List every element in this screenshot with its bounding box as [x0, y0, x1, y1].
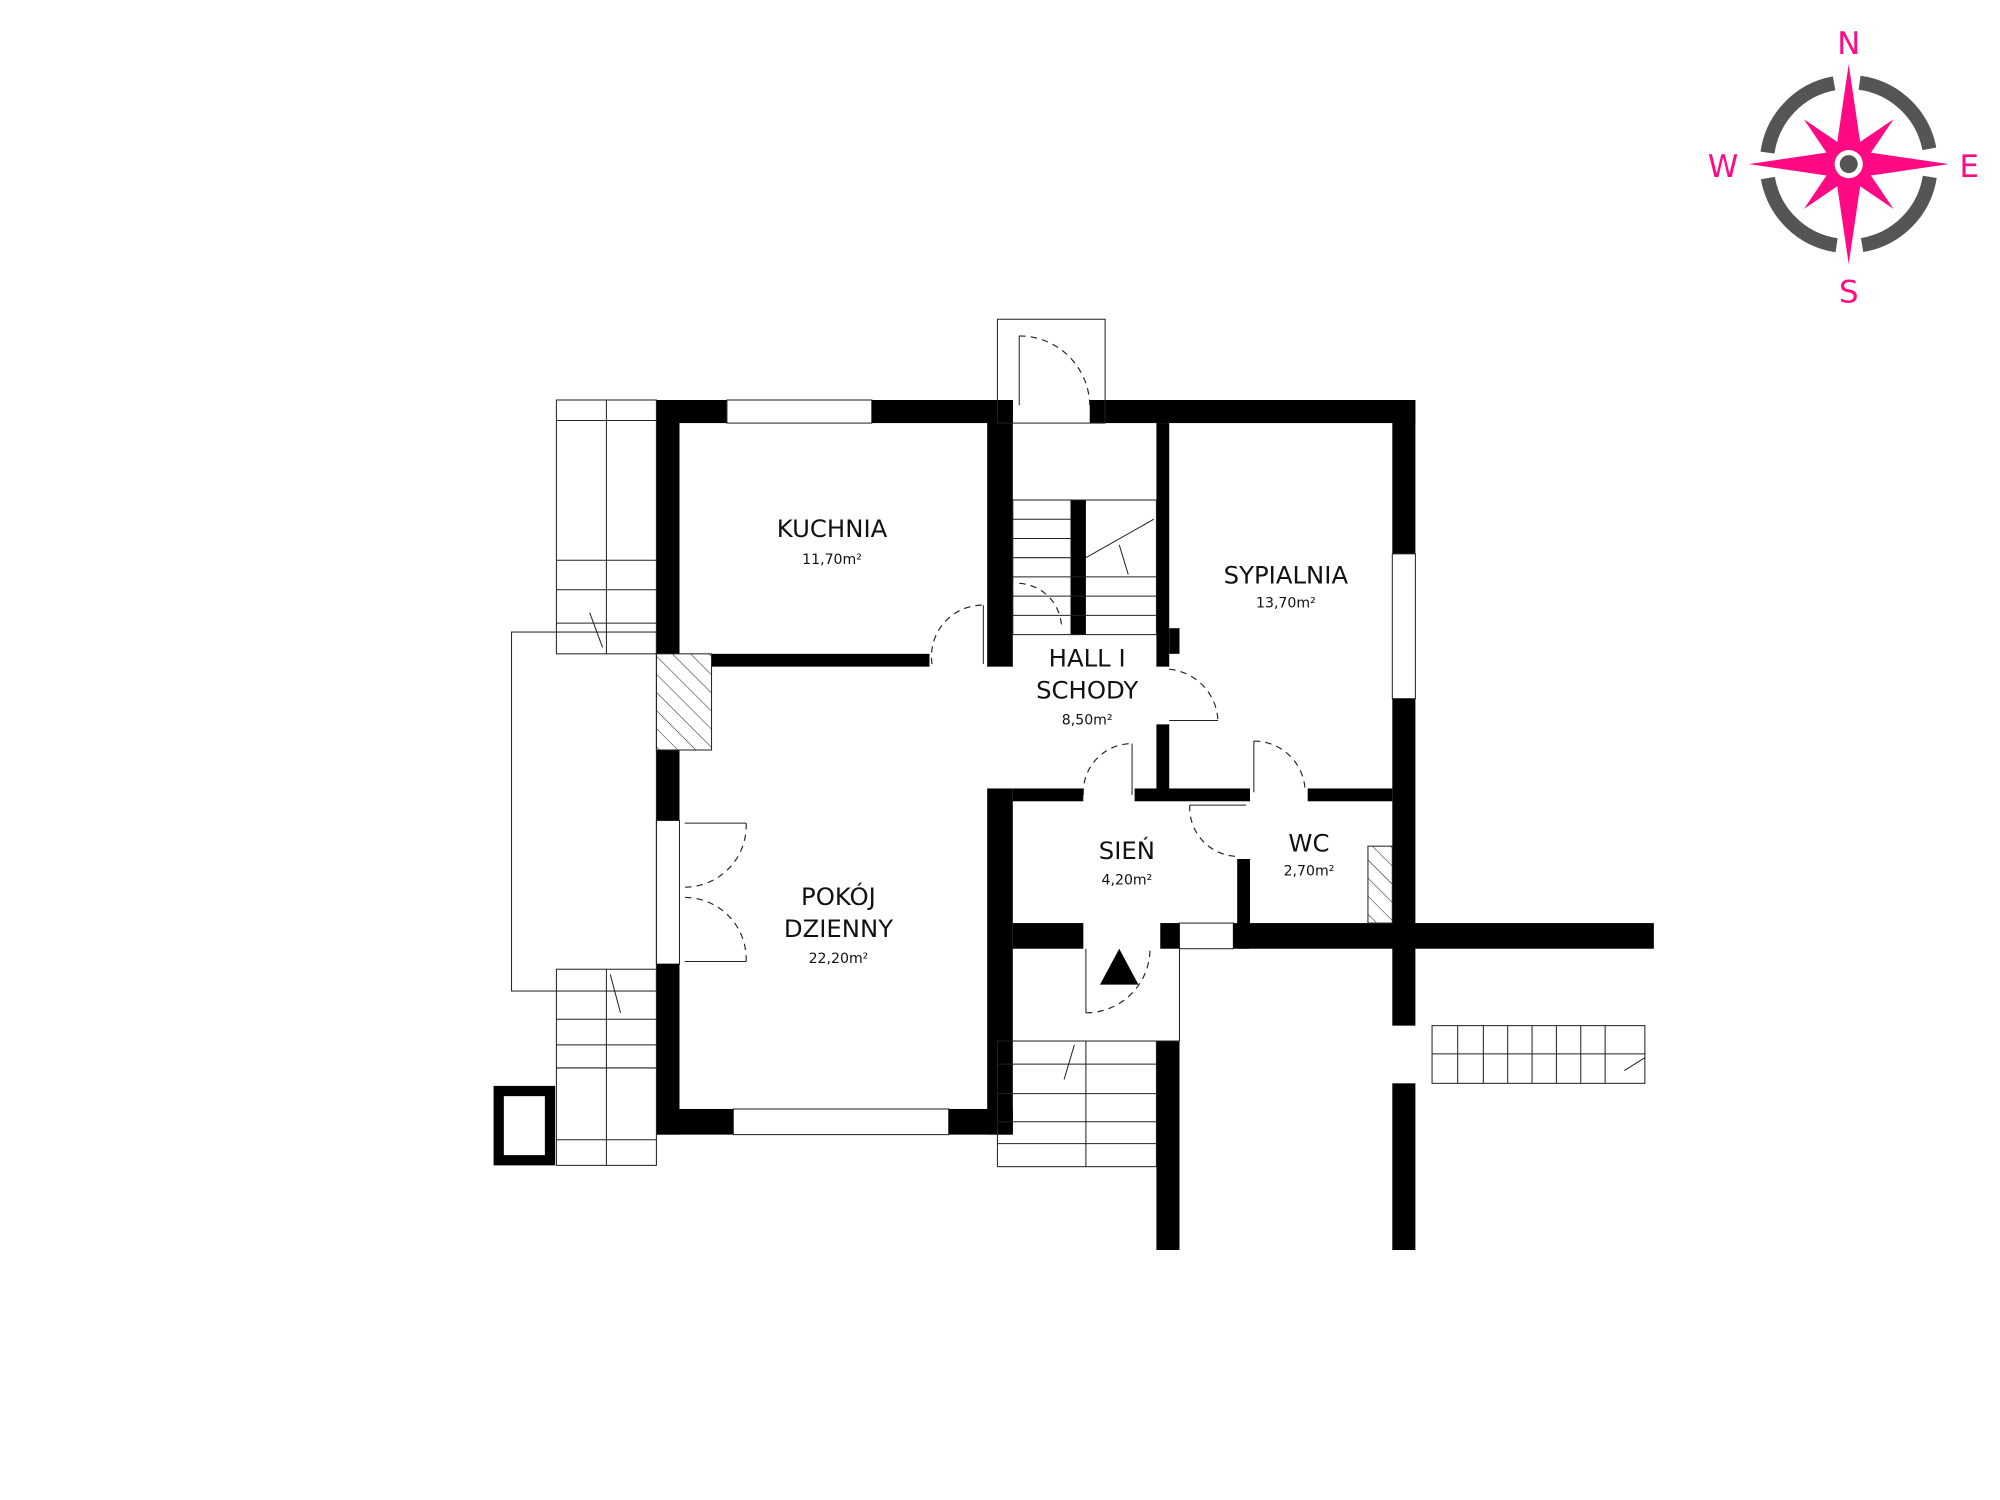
room-area-hall: 8,50m² — [1062, 712, 1113, 728]
compass-n: N — [1837, 26, 1860, 62]
doors — [684, 335, 1306, 1014]
compass-w: W — [1708, 149, 1738, 185]
room-label-hall-line1: HALL I — [1049, 644, 1126, 673]
stairs-and-outlines — [511, 318, 1646, 1168]
room-label-wc: WC — [1288, 828, 1329, 857]
room-area-wc: 2,70m² — [1284, 864, 1335, 880]
entrance-arrow-icon — [1100, 948, 1139, 985]
room-label-pokoj-line2: DZIENNY — [784, 914, 893, 943]
compass-e: E — [1960, 149, 1979, 185]
chimney — [1367, 845, 1393, 924]
chimney — [655, 653, 713, 751]
walls — [493, 399, 1654, 1250]
room-label-sien: SIEŃ — [1099, 836, 1155, 865]
room-area-sypialnia: 13,70m² — [1256, 596, 1316, 612]
room-area-sien: 4,20m² — [1102, 873, 1153, 889]
room-label-hall-line2: SCHODY — [1036, 676, 1138, 705]
room-area-pokoj: 22,20m² — [809, 951, 869, 967]
compass-rose-icon — [1748, 64, 1949, 265]
room-label-kuchnia: KUCHNIA — [777, 514, 888, 543]
room-label-sypialnia: SYPIALNIA — [1224, 560, 1349, 589]
room-area-kuchnia: 11,70m² — [802, 552, 862, 568]
compass-s: S — [1839, 275, 1859, 311]
room-label-pokoj-line1: POKÓJ — [801, 881, 876, 911]
